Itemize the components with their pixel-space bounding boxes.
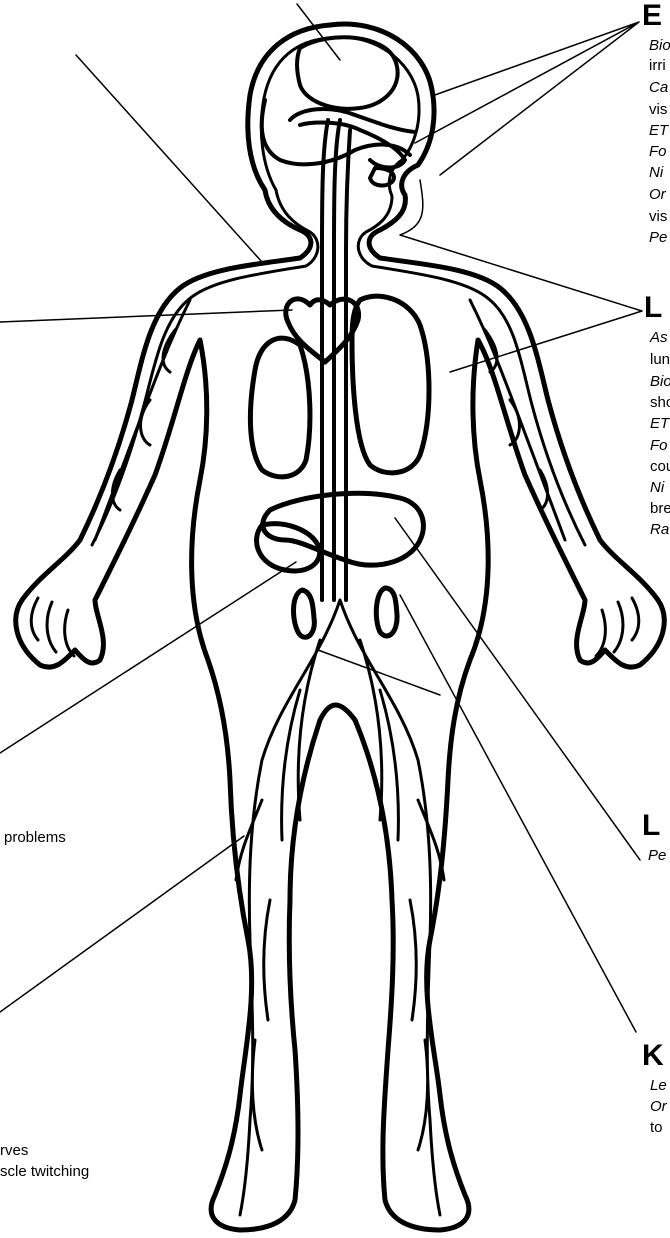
right-lung	[352, 296, 429, 473]
eyes-line-10: Pe	[649, 228, 667, 248]
lungs-line-4: sho	[650, 393, 670, 413]
liver-line-1: Pe	[648, 846, 666, 866]
lungs-line-5: ET	[650, 414, 669, 434]
lungs-line-1: As	[650, 328, 668, 348]
eyes-line-4: vis	[649, 100, 667, 120]
lungs-line-3: Bio	[650, 372, 670, 392]
label-header-eyes: E	[642, 0, 662, 32]
body-outline	[16, 24, 664, 1230]
right-hand-fingers	[596, 598, 639, 656]
label-header-lungs: L	[644, 292, 662, 324]
body-inner-outline	[92, 37, 585, 545]
brain	[297, 37, 398, 109]
lungs-line-6: Fo	[650, 436, 668, 456]
label-header-kidneys: K	[642, 1040, 664, 1072]
stomach-fragment-text: problems	[4, 828, 66, 848]
eyes-line-7: Ni	[649, 163, 663, 183]
nerves-fragment-text-2: scle twitching	[0, 1162, 89, 1182]
liver	[263, 493, 424, 565]
lungs-line-8: Ni	[650, 478, 664, 498]
eyes-line-9: vis	[649, 207, 667, 227]
kidneys-line-3: to	[650, 1118, 663, 1138]
leg-vessels	[236, 600, 444, 1215]
nerves-fragment-text-1: rves	[0, 1141, 28, 1161]
eyes-line-5: ET	[649, 121, 668, 141]
eyes-line-3: Ca	[649, 78, 668, 98]
left-hand-fingers	[31, 598, 74, 656]
lungs-line-7: cou	[650, 457, 670, 477]
lungs-line-10: Ra	[650, 520, 669, 540]
eyes-line-2: irri	[649, 56, 666, 76]
kidneys-line-1: Le	[650, 1076, 667, 1096]
left-lung	[250, 338, 310, 477]
eyes-line-1: Bio	[649, 36, 670, 56]
eyes-line-6: Fo	[649, 142, 667, 162]
lungs-line-9: bre	[650, 499, 670, 519]
left-kidney	[294, 590, 315, 637]
right-kidney	[376, 588, 397, 636]
eyes-line-8: Or	[649, 185, 666, 205]
lungs-line-2: lun	[650, 350, 670, 370]
kidneys-line-2: Or	[650, 1097, 667, 1117]
label-header-liver: L	[642, 810, 660, 842]
